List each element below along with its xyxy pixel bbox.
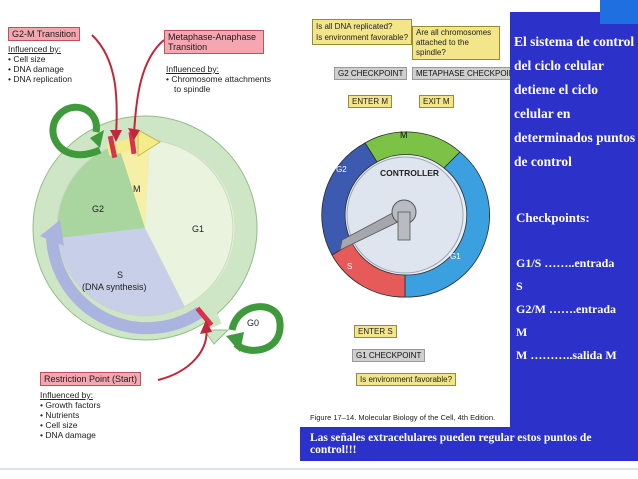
heading-line: celular en xyxy=(514,106,571,121)
meta-checkpoint-label: METAPHASE CHECKPOINT xyxy=(412,67,524,80)
question-env2: Is environment favorable? xyxy=(356,373,457,386)
question-dna-box: Is all DNA replicated? Is environment fa… xyxy=(312,19,413,45)
phase-m-label: M xyxy=(133,184,141,194)
s-arrow-head xyxy=(40,220,64,246)
question-dna: Is all DNA replicated? xyxy=(316,22,393,31)
heading-line: detiene el ciclo xyxy=(514,82,598,97)
question-chrom-box: Are all chromosomes attached to the spin… xyxy=(412,26,500,60)
bottom-banner-text: Las señales extracelulares pueden regula… xyxy=(310,432,592,456)
dial-m-label: M xyxy=(400,130,408,140)
controller-label: CONTROLLER xyxy=(380,168,440,178)
g1-arrow-head xyxy=(203,329,230,345)
dial-g1-label: G1 xyxy=(450,252,461,261)
restriction-title: Restriction Point (Start) xyxy=(40,372,142,386)
g1-checkpoint-label: G1 CHECKPOINT xyxy=(352,349,426,362)
list-item: Cell size xyxy=(40,420,101,430)
bottom-edge-line xyxy=(0,468,638,470)
figure-caption: Figure 17–14. Molecular Biology of the C… xyxy=(310,413,496,422)
checkpoint-line: G1/S ……..entrada xyxy=(516,256,615,270)
restriction-influences: Influenced by: Growth factors Nutrients … xyxy=(40,390,101,440)
list-item: DNA replication xyxy=(8,74,72,84)
s-arrow xyxy=(45,231,204,335)
heading-line: determinados puntos xyxy=(514,130,636,145)
meta-influenced-label: Influenced by: xyxy=(166,64,219,74)
g2m-checkpoint-bar xyxy=(107,135,118,159)
heading-line: El sistema de control xyxy=(514,34,635,49)
heading-line: de control xyxy=(514,154,572,169)
g2m-transition-title: G2-M Transition xyxy=(8,27,81,41)
g2-sector xyxy=(57,144,145,238)
g2m-influenced-label: Influenced by: xyxy=(8,44,61,54)
checkpoint-lines: G1/S ……..entrada S G2/M …….entrada M M …… xyxy=(516,252,636,367)
list-item: Growth factors xyxy=(40,400,100,410)
meta-influences: Influenced by: • Chromosome attachments … xyxy=(166,64,271,94)
cell-cycle-diagram xyxy=(32,34,284,381)
restriction-pointer-arrow xyxy=(157,325,208,381)
controller-dial xyxy=(321,131,490,298)
question-chrom-l2: attached to the spindle? xyxy=(416,38,469,57)
phase-g2-label: G2 xyxy=(92,204,105,214)
g2m-influences: Influenced by: Cell size DNA damage DNA … xyxy=(8,44,72,84)
enter-s-label: ENTER S xyxy=(354,325,397,338)
list-item: Nutrients xyxy=(40,410,101,420)
question-chrom-l1: Are all chromosomes xyxy=(416,28,492,37)
meta-transition-title: Metaphase-Anaphase Transition xyxy=(164,30,264,54)
meta-title-line2: Transition xyxy=(168,42,208,52)
g0-loop-arrow xyxy=(228,303,284,354)
g1-sector xyxy=(145,140,235,307)
checkpoint-line: M ………..salida M xyxy=(516,348,617,362)
m-arrow-head xyxy=(137,129,161,157)
restriction-influenced-label: Influenced by: xyxy=(40,390,93,400)
phase-g1-label: G1 xyxy=(192,224,205,234)
meta-title-line1: Metaphase-Anaphase xyxy=(168,32,257,42)
list-item: DNA damage xyxy=(40,430,101,440)
meta-influence-item-cont: to spindle xyxy=(174,84,211,94)
g2m-influence-list: Cell size DNA damage DNA replication xyxy=(8,54,72,84)
checkpoints-label: Checkpoints: xyxy=(516,210,590,225)
phase-s-sub-label: (DNA synthesis) xyxy=(82,282,147,292)
bottom-banner: Las señales extracelulares pueden regula… xyxy=(300,427,638,461)
question-env: Is environment favorable? xyxy=(316,33,409,42)
list-item: DNA damage xyxy=(8,64,72,74)
restriction-checkpoint-bar xyxy=(195,306,214,327)
checkpoint-line: M xyxy=(516,325,528,339)
control-heading: El sistema de control del ciclo celular … xyxy=(514,30,636,174)
checkpoint-line: S xyxy=(516,279,523,293)
dial-g2-label: G2 xyxy=(336,165,347,174)
g2-loop-arrow xyxy=(49,103,102,159)
phase-g0-label: G0 xyxy=(247,318,260,328)
list-item: Cell size xyxy=(8,54,72,64)
m-sector xyxy=(118,139,150,228)
dial-g2-segment xyxy=(321,142,378,256)
right-info-panel xyxy=(510,12,638,427)
g2m-pointer-arrow xyxy=(91,34,118,137)
dial-s-label: S xyxy=(347,262,353,271)
enter-m-label: ENTER M xyxy=(348,95,392,108)
top-right-accent xyxy=(600,0,638,24)
phase-s-label: S xyxy=(117,270,124,280)
restriction-influence-list: Growth factors Nutrients Cell size DNA d… xyxy=(40,400,101,440)
meta-pointer-arrow xyxy=(133,39,165,135)
s-sector xyxy=(58,228,185,317)
g2-checkpoint-label: G2 CHECKPOINT xyxy=(334,67,408,80)
heading-line: del ciclo celular xyxy=(514,58,604,73)
exit-m-label: EXIT M xyxy=(419,95,454,108)
checkpoint-line: G2/M …….entrada xyxy=(516,302,616,316)
meta-checkpoint-bar xyxy=(128,131,137,155)
meta-influence-item: • Chromosome attachments xyxy=(166,74,272,84)
